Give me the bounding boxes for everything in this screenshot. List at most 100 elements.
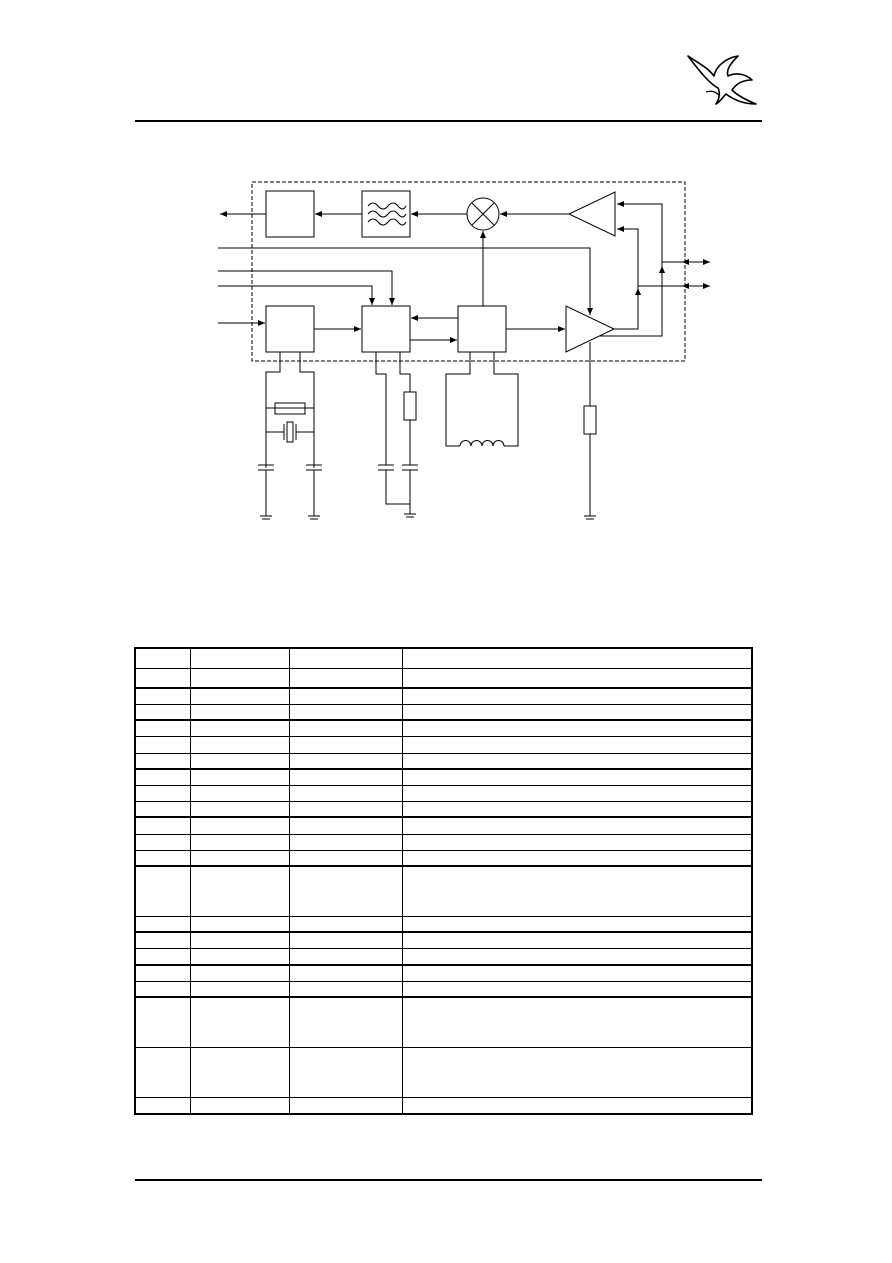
table-cell [401, 703, 753, 721]
table-cell [134, 996, 191, 1048]
table-row [134, 931, 753, 949]
table-cell [401, 784, 753, 802]
table-row [134, 768, 753, 786]
table-row [134, 1046, 753, 1098]
table-cell [189, 703, 290, 721]
table-cell [288, 915, 403, 933]
crystal-network [258, 352, 322, 520]
table-cell [134, 816, 191, 835]
table-cell [288, 667, 403, 689]
table-cell [134, 703, 191, 721]
hummingbird-logo-icon [687, 55, 757, 105]
footer-rule [135, 1179, 762, 1181]
vco-block [457, 305, 507, 353]
table-row [134, 865, 753, 917]
table-cell [401, 667, 753, 689]
table-cell [134, 980, 191, 998]
table-cell [134, 1046, 191, 1098]
block-diagram [218, 181, 710, 520]
table-cell [401, 996, 753, 1048]
table-cell [134, 915, 191, 933]
table-cell [189, 667, 290, 689]
table-row [134, 849, 753, 867]
table-cell [288, 833, 403, 851]
output-buffer-block [265, 190, 315, 238]
crystal-oscillator-block [265, 305, 315, 353]
table-row [134, 800, 753, 818]
vco-inductor-network [445, 352, 519, 447]
table-cell [401, 768, 753, 786]
table-cell [189, 964, 290, 982]
table-row [134, 964, 753, 982]
table-cell [134, 687, 191, 705]
table-cell [401, 1046, 753, 1098]
table-row [134, 735, 753, 754]
table-cell [134, 931, 191, 949]
table-cell [134, 719, 191, 737]
pa-bias-network [583, 342, 597, 520]
table-cell [401, 687, 753, 705]
table-cell [288, 964, 403, 982]
lna-block [567, 191, 616, 237]
table-row [134, 947, 753, 966]
table-cell [288, 980, 403, 998]
table-cell [189, 915, 290, 933]
table-cell [401, 816, 753, 835]
table-cell [189, 931, 290, 949]
table-cell [401, 931, 753, 949]
table-row [134, 752, 753, 770]
table-cell [288, 865, 403, 917]
table-row [134, 719, 753, 737]
table-cell [189, 833, 290, 851]
table-cell [288, 719, 403, 737]
header-cell [134, 647, 191, 669]
table-cell [189, 784, 290, 802]
table-cell [189, 719, 290, 737]
table-cell [288, 784, 403, 802]
table-cell [401, 1096, 753, 1115]
table-row [134, 703, 753, 721]
table-row [134, 915, 753, 933]
table-cell [134, 784, 191, 802]
table-cell [401, 752, 753, 770]
table-row [134, 996, 753, 1048]
table-row [134, 1096, 753, 1115]
table-cell [189, 768, 290, 786]
table-cell [401, 719, 753, 737]
table-row [134, 687, 753, 705]
header-cell [401, 647, 753, 669]
table-cell [288, 800, 403, 818]
table-cell [401, 947, 753, 966]
header-rule [135, 120, 762, 122]
table-cell [401, 800, 753, 818]
table-cell [134, 752, 191, 770]
table-cell [189, 735, 290, 754]
table-cell [134, 667, 191, 689]
table-cell [288, 816, 403, 835]
header-cell [288, 647, 403, 669]
table-row [134, 833, 753, 851]
table-cell [134, 865, 191, 917]
table-cell [189, 865, 290, 917]
table-cell [134, 849, 191, 867]
table-cell [189, 1096, 290, 1115]
table-cell [189, 849, 290, 867]
table-cell [134, 947, 191, 966]
table-cell [288, 687, 403, 705]
table-cell [401, 865, 753, 917]
pll-block [361, 305, 411, 353]
table-cell [288, 996, 403, 1048]
table-row [134, 980, 753, 998]
table-cell [134, 1096, 191, 1115]
pin-description-table [134, 647, 753, 1115]
table-row [134, 816, 753, 835]
table-cell [401, 833, 753, 851]
table-cell [189, 687, 290, 705]
table-row [134, 667, 753, 689]
lowpass-filter-block [361, 190, 411, 238]
filter-waves-icon [367, 202, 407, 226]
table-cell [288, 931, 403, 949]
table-cell [401, 735, 753, 754]
table-cell [134, 964, 191, 982]
table-cell [134, 800, 191, 818]
